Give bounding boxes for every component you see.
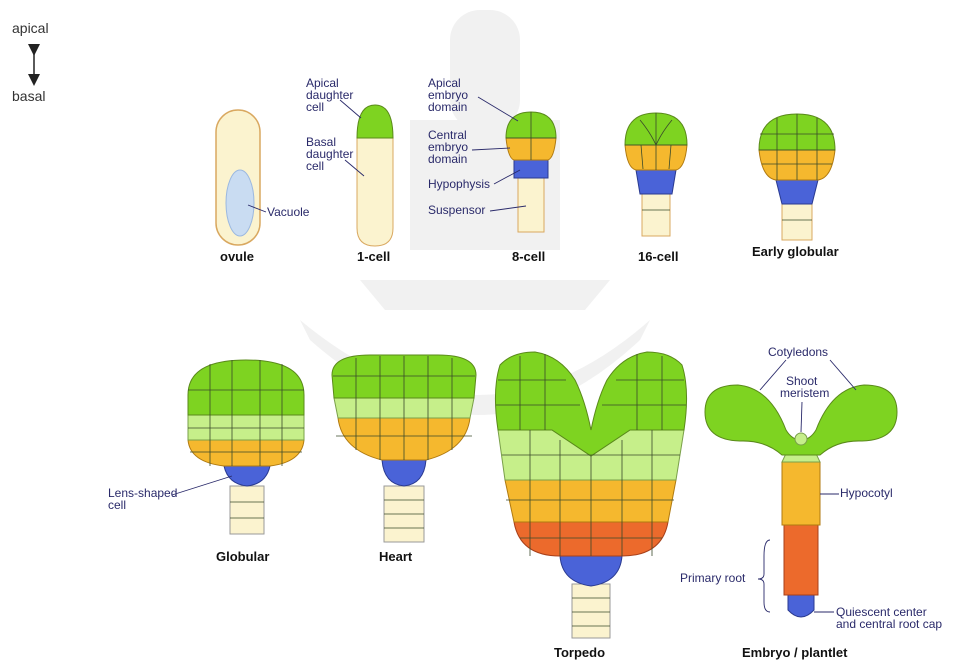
hypophysis-label: Hypophysis (428, 177, 490, 191)
torpedo-stage-label: Torpedo (554, 645, 605, 660)
sixteen-cell-stage-label: 16-cell (638, 249, 678, 264)
vacuole-label: Vacuole (267, 205, 310, 219)
basal-label: basal (12, 88, 45, 104)
plantlet-stage-label: Embryo / plantlet (742, 645, 848, 660)
one-cell-diagram: Apical daughter cell Basal daughter cell… (306, 76, 393, 264)
svg-text:Quiescent center and cen: Quiescent center and central root cap (836, 605, 942, 631)
apical-label: apical (12, 20, 49, 36)
early-globular-diagram: Early globular (752, 114, 839, 259)
globular-stage-label: Globular (216, 549, 269, 564)
svg-text:Central embryo dom: Central embryo domain (428, 128, 471, 166)
primary-root-label: Primary root (680, 571, 746, 585)
apical-basal-axis: apical basal (12, 20, 49, 104)
one-cell-stage-label: 1-cell (357, 249, 390, 264)
sixteen-cell-diagram: 16-cell (625, 113, 687, 264)
vacuole-shape (226, 170, 254, 236)
suspensor-label: Suspensor (428, 203, 485, 217)
early-globular-stage-label: Early globular (752, 244, 839, 259)
ovule-diagram: Vacuole ovule (216, 110, 310, 264)
hypocotyl-label: Hypocotyl (840, 486, 893, 500)
torpedo-diagram: Torpedo (495, 352, 686, 660)
heart-diagram: Heart (332, 355, 476, 564)
central-embryo-line-3: domain (428, 152, 467, 166)
apical-embryo-line-3: domain (428, 100, 467, 114)
svg-text:Lens-shaped cell: Lens-shaped cell (108, 486, 181, 512)
apical-daughter-line-3: cell (306, 100, 324, 114)
shoot-meristem-line-2: meristem (780, 386, 829, 400)
svg-text:Shoot meristem: Shoot meristem (780, 374, 829, 400)
heart-stage-label: Heart (379, 549, 413, 564)
cotyledons-label: Cotyledons (768, 345, 828, 359)
globular-diagram: Lens-shaped cell Globular (108, 360, 304, 564)
lens-shaped-line-2: cell (108, 498, 126, 512)
plantlet-diagram: Cotyledons Shoot meristem Hypocotyl Prim… (680, 345, 942, 660)
eight-cell-stage-label: 8-cell (512, 249, 545, 264)
basal-daughter-line-3: cell (306, 159, 324, 173)
svg-text:Basal daughter cel: Basal daughter cell (306, 135, 357, 173)
ovule-stage-label: ovule (220, 249, 254, 264)
quiescent-line-2: and central root cap (836, 617, 942, 631)
